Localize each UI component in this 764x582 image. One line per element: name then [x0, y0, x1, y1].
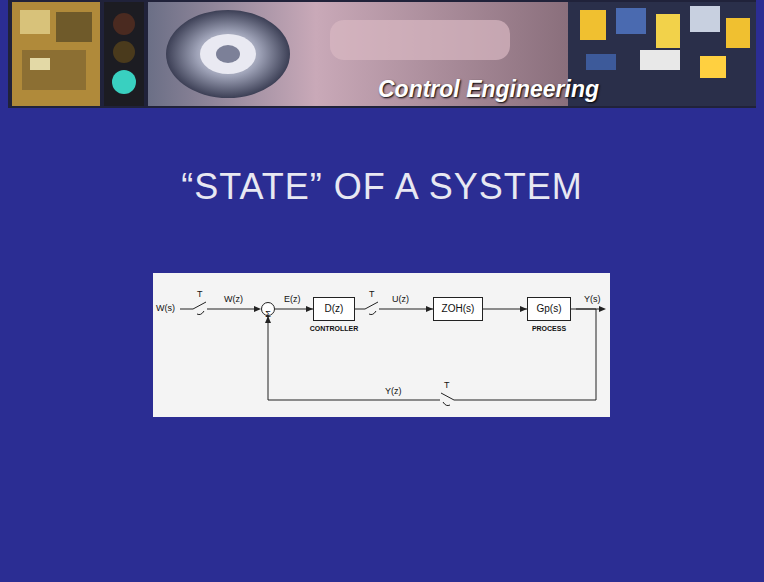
signal-name: E(z): [284, 294, 301, 304]
process-block: Gp(s)PROCESS: [527, 297, 571, 321]
block-caption: PROCESS: [532, 325, 566, 332]
signal-name: Y(z): [385, 386, 402, 396]
signal-name: Y(s): [584, 294, 601, 304]
arrow-head: [426, 306, 433, 312]
banner-title: Control Engineering: [378, 76, 599, 103]
slide-title: “STATE” OF A SYSTEM: [0, 166, 764, 208]
signal-name: W(z): [224, 294, 243, 304]
block-text: D(z): [325, 298, 344, 320]
controller-block: D(z)CONTROLLER: [313, 297, 355, 321]
sampler-switch: [365, 302, 379, 315]
diagram-panel: [153, 273, 610, 417]
arrow-head: [306, 306, 313, 312]
block-text: ZOH(s): [442, 298, 475, 320]
sample-period: T: [197, 289, 203, 299]
signal-line: [265, 309, 596, 400]
signal-line: [275, 306, 313, 312]
block-text: Gp(s): [537, 298, 562, 320]
block-caption: CONTROLLER: [310, 325, 359, 332]
sampler-switch: [193, 302, 207, 315]
signal-line: [483, 306, 527, 312]
arrow-head: [520, 306, 527, 312]
block-text: Σ: [265, 308, 271, 320]
signal-name: U(z): [392, 294, 409, 304]
summing-junction: Σ: [261, 302, 275, 316]
hold-block: ZOH(s): [433, 297, 483, 321]
signal-path: [268, 309, 596, 400]
sample-period: T: [369, 289, 375, 299]
banner-photo: [8, 0, 756, 108]
signal-name: W(s): [156, 303, 175, 313]
sampler-switch: [440, 393, 454, 406]
sample-period: T: [444, 380, 450, 390]
